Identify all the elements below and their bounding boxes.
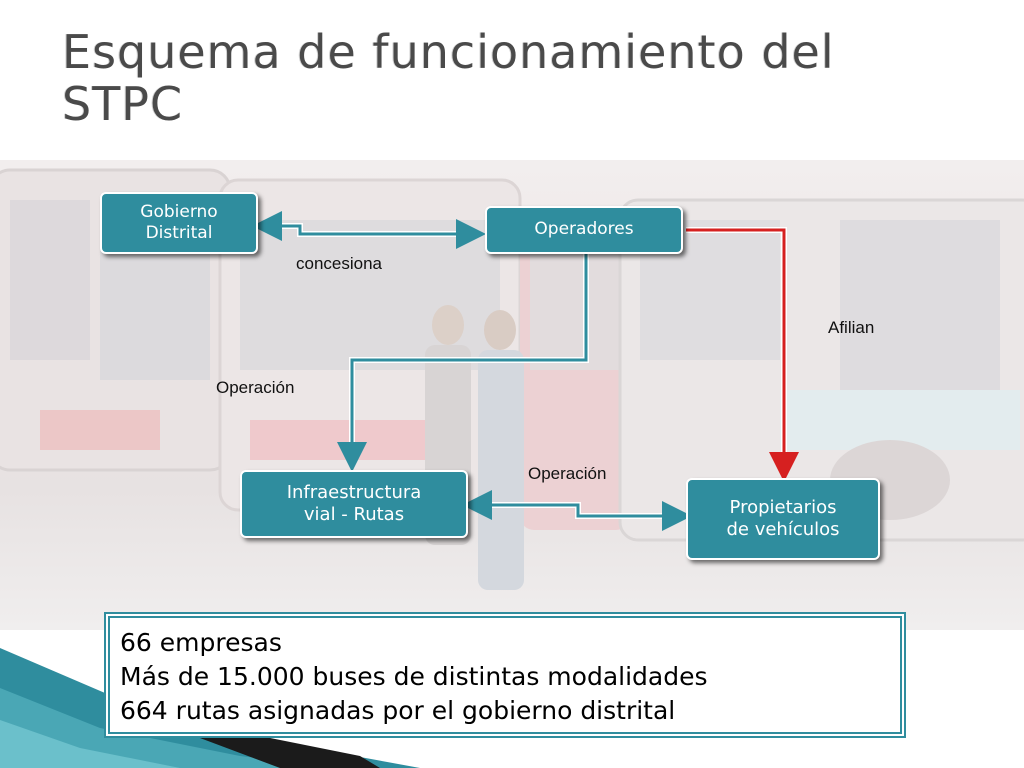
afilian-arrow	[686, 227, 799, 482]
node-propietarios: Propietarios de vehículos	[686, 478, 880, 560]
node-gobierno-line-1: Gobierno	[140, 201, 218, 222]
node-operadores: Operadores	[485, 206, 683, 254]
operacion-arrow-bottom	[462, 490, 692, 531]
fact-empresas: 66 empresas	[120, 628, 282, 657]
node-gobierno-line-2: Distrital	[145, 223, 213, 243]
concesiona-arrow	[252, 211, 486, 249]
facts-box: 66 empresas Más de 15.000 buses de disti…	[106, 614, 904, 736]
slide-title-line-1: Esquema de funcionamiento del	[62, 25, 835, 79]
slide-title: Esquema de funcionamiento del STPC	[62, 26, 962, 130]
edge-label-operacion-left: Operación	[216, 378, 295, 397]
fact-rutas: 664 rutas asignadas por el gobierno dist…	[120, 696, 676, 725]
edge-label-concesiona: concesiona	[296, 254, 383, 273]
node-infraestructura-vial: Infraestructura vial - Rutas	[240, 470, 468, 538]
node-propietarios-line-1: Propietarios	[729, 496, 837, 518]
edge-label-operacion-bottom: Operación	[528, 464, 607, 483]
node-infra-line-2: vial - Rutas	[303, 504, 405, 525]
node-operadores-label: Operadores	[534, 219, 634, 240]
edge-label-afilian: Afilian	[828, 318, 875, 337]
background-photo-art	[0, 168, 1024, 590]
slide-title-line-2: STPC	[62, 77, 184, 131]
operacion-arrow-left	[337, 254, 589, 472]
node-propietarios-line-2: de vehículos	[726, 519, 840, 540]
node-infra-line-1: Infraestructura	[286, 481, 422, 503]
node-gobierno-distrital: Gobierno Distrital	[100, 192, 258, 254]
fact-buses: Más de 15.000 buses de distintas modalid…	[120, 662, 708, 691]
